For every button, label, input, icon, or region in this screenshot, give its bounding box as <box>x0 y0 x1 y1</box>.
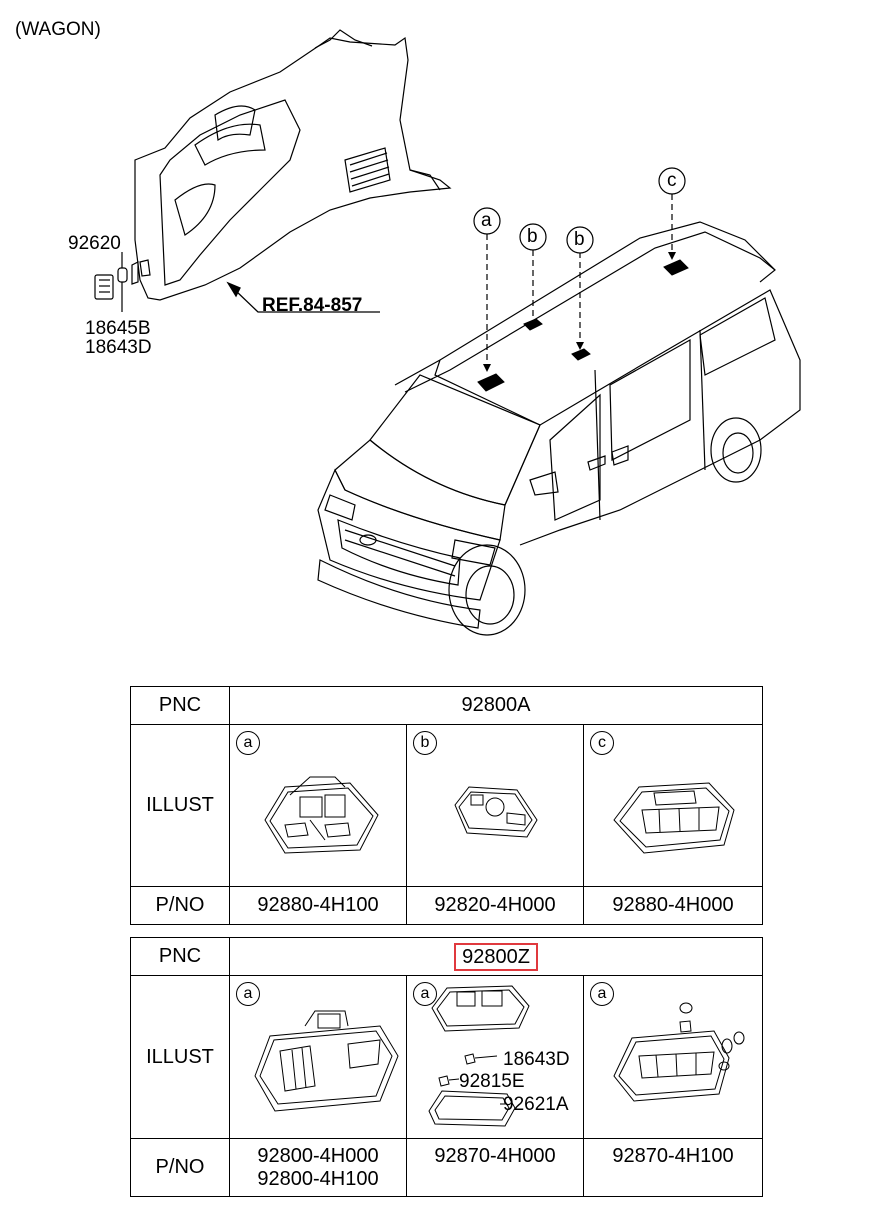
marker-a-label: a <box>481 210 492 231</box>
console-assembly-illustration <box>428 985 530 1127</box>
roof-lamp-locations <box>477 259 689 392</box>
illust-cell: a <box>229 724 407 887</box>
marker-leaders <box>486 194 673 370</box>
part-numbers: 92800-4H000 92800-4H100 <box>229 1138 407 1197</box>
illust-cell: a <box>583 975 763 1139</box>
pnc-value-highlighted: 92800Z <box>454 942 538 971</box>
vehicle-diagram <box>94 29 801 636</box>
illust-header: ILLUST <box>130 975 230 1139</box>
callout-18643d: 18643D <box>503 1049 570 1070</box>
callout-92815e: 92815E <box>459 1071 525 1092</box>
pno-header: P/NO <box>130 886 230 925</box>
pnc-header: PNC <box>130 937 230 976</box>
ref-label: REF.84-857 <box>262 295 363 316</box>
rear-lamp-illustration <box>613 782 735 854</box>
callout-92621a: 92621A <box>503 1094 569 1115</box>
illust-cell: a 18643D <box>406 975 584 1139</box>
part-number-92620: 92620 <box>68 233 121 254</box>
part-number: 92820-4H000 <box>406 886 584 925</box>
pno-header: P/NO <box>130 1138 230 1197</box>
marker-circle: c <box>590 731 614 755</box>
pnc-value-cell: 92800Z <box>229 937 763 976</box>
marker-b-label: b <box>527 226 538 247</box>
marker-circle: a <box>413 982 437 1006</box>
part-number-18643d: 18643D <box>85 337 152 358</box>
pnc-value: 92800A <box>228 686 764 725</box>
marker-c-label: c <box>667 170 677 191</box>
parts-table-92800a: PNC 92800A ILLUST a <box>130 686 764 925</box>
part-number: 92870-4H000 <box>434 1145 556 1167</box>
part-number: 92880-4H000 <box>582 886 764 925</box>
pnc-header: PNC <box>130 686 230 725</box>
illust-cell: b <box>406 724 584 887</box>
illust-cell: c <box>582 724 764 887</box>
illust-header: ILLUST <box>130 724 230 887</box>
part-number: 92800-4H000 <box>257 1144 379 1167</box>
part-number-cell: 92870-4H000 <box>406 1138 584 1197</box>
part-number: 92800-4H100 <box>257 1167 379 1190</box>
ref-leader <box>226 281 380 313</box>
marker-b-label-2: b <box>574 229 585 250</box>
part-number: 92880-4H100 <box>229 886 407 925</box>
van-body <box>317 221 801 636</box>
overhead-console-w-bulbs-illustration <box>613 1002 745 1102</box>
marker-circles <box>473 167 686 254</box>
overhead-console-illustration <box>254 1010 399 1112</box>
marker-circle: a <box>236 982 260 1006</box>
marker-arrowheads <box>483 252 676 372</box>
part-number-cell: 92870-4H100 <box>583 1138 763 1197</box>
marker-circle: a <box>590 982 614 1006</box>
part-number: 92870-4H100 <box>612 1145 734 1167</box>
clip-parts <box>94 252 128 312</box>
quarter-trim-panel <box>131 29 452 301</box>
marker-circle: a <box>236 731 260 755</box>
map-lamp-illustration <box>264 776 379 854</box>
part-number-18645b: 18645B <box>85 318 151 339</box>
room-lamp-illustration <box>454 786 538 838</box>
variant-label: (WAGON) <box>15 19 101 40</box>
parts-table-92800z: PNC 92800Z ILLUST a <box>130 937 763 1197</box>
marker-circle: b <box>413 731 437 755</box>
illust-cell: a <box>229 975 407 1139</box>
